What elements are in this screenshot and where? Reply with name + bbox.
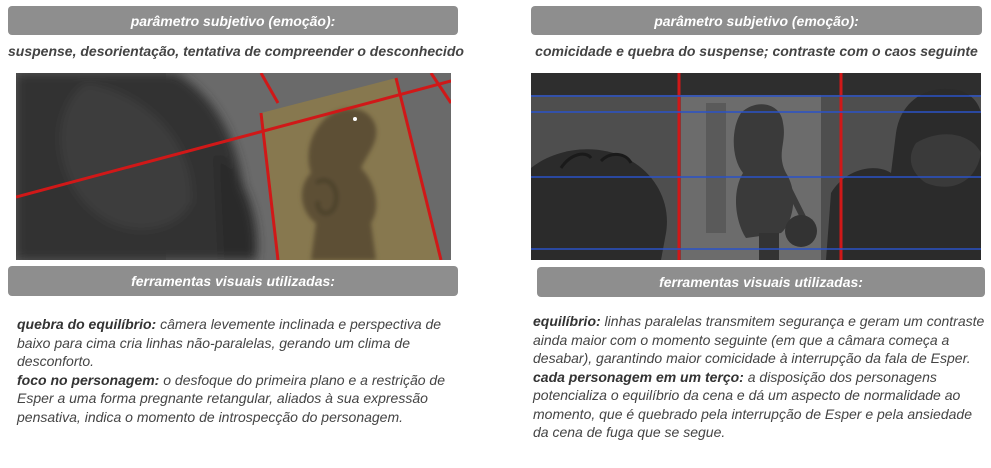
desc-quebra-do-equilibrio: câmera levemente inclinada e perspectiva… <box>17 316 442 369</box>
right-emotion-subtitle: comicidade e quebra do suspense; contras… <box>535 43 978 59</box>
desc-equilibrio: linhas paralelas transmitem segurança e … <box>533 313 985 366</box>
desc-foco-no-personagem: o desfoque do primeira plano e a restriç… <box>17 371 445 425</box>
right-storyboard-frame <box>531 73 981 260</box>
left-tools-header: ferramentas visuais utilizadas: <box>8 266 458 296</box>
right-character-silhouette <box>785 88 981 260</box>
non-parallel-red-lines <box>16 73 451 260</box>
left-emotion-header: parâmetro subjetivo (emoção): <box>8 6 458 35</box>
term-equilibrio: equilíbrio: <box>533 313 601 329</box>
term-quebra-do-equilibrio: quebra do equilíbrio: <box>17 316 157 332</box>
esper-silhouette <box>301 108 377 260</box>
eye-highlight <box>353 117 357 121</box>
term-foco-no-personagem: foco no personagem: <box>17 371 160 388</box>
left-description: quebra do equilíbrio: câmera levemente i… <box>17 315 462 426</box>
right-tools-header: ferramentas visuais utilizadas: <box>537 267 985 297</box>
left-storyboard-frame <box>16 73 451 260</box>
right-description: equilíbrio: linhas paralelas transmitem … <box>533 312 985 442</box>
desc-cada-personagem-em-um-terco: a disposição dos personagens potencializ… <box>533 368 972 441</box>
vertical-thirds-lines <box>677 73 843 260</box>
left-emotion-subtitle: suspense, desorientação, tentativa de co… <box>8 43 464 59</box>
term-cada-personagem-em-um-terco: cada personagem em um terço: <box>533 368 744 385</box>
right-emotion-header: parâmetro subjetivo (emoção): <box>531 6 982 35</box>
horizontal-parallel-lines <box>531 95 981 250</box>
